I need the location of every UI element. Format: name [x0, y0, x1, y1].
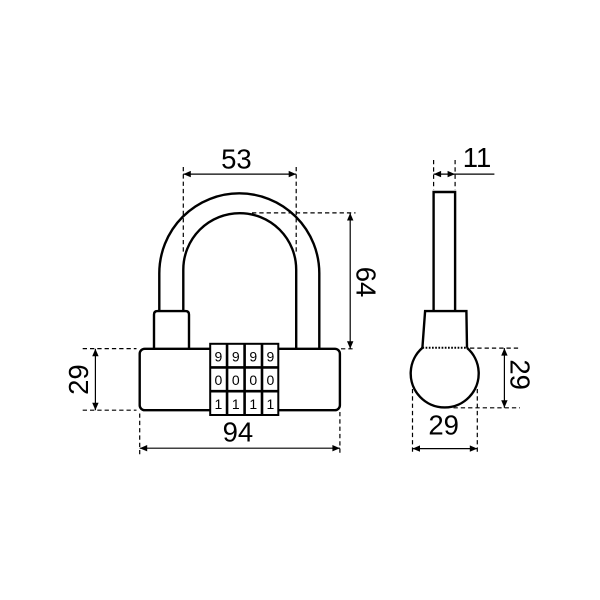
svg-text:64: 64	[351, 267, 382, 298]
svg-text:29: 29	[428, 410, 459, 441]
svg-text:94: 94	[223, 416, 254, 447]
svg-text:1: 1	[215, 396, 223, 412]
svg-text:1: 1	[232, 396, 240, 412]
svg-text:11: 11	[463, 142, 492, 173]
svg-text:9: 9	[232, 349, 240, 365]
svg-text:29: 29	[63, 364, 94, 395]
svg-text:9: 9	[267, 349, 275, 365]
svg-text:1: 1	[267, 396, 275, 412]
svg-text:53: 53	[221, 143, 252, 174]
svg-text:1: 1	[249, 396, 257, 412]
svg-text:0: 0	[249, 372, 257, 388]
svg-text:0: 0	[232, 372, 240, 388]
svg-text:9: 9	[249, 349, 257, 365]
svg-text:29: 29	[504, 359, 535, 390]
svg-text:0: 0	[267, 372, 275, 388]
svg-text:0: 0	[215, 372, 223, 388]
svg-text:9: 9	[215, 349, 223, 365]
